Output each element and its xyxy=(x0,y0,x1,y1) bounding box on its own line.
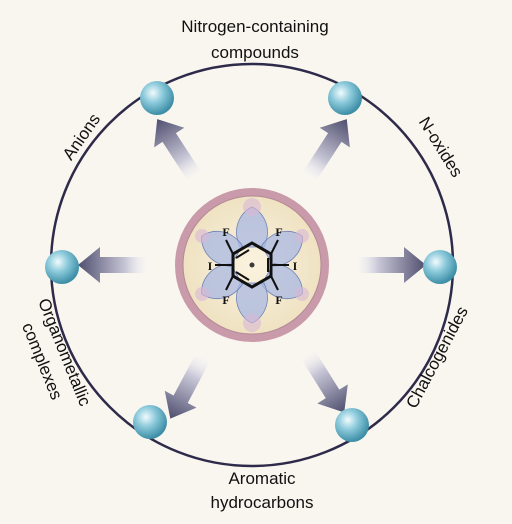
arrow-lower-right xyxy=(298,345,348,413)
label-bottom-line1: Aromatic xyxy=(228,469,296,488)
label-top-line1: Nitrogen-containing xyxy=(181,17,328,36)
atom-f-upper-right: F xyxy=(275,225,282,239)
node-upper-left xyxy=(140,81,174,115)
label-bottom-line2: hydrocarbons xyxy=(210,493,313,512)
atom-i-left: I xyxy=(208,259,213,273)
arrow-lower-left xyxy=(164,349,213,419)
atom-i-right: I xyxy=(293,259,298,273)
arrows xyxy=(78,119,426,419)
label-lower-right: Chalcogenides xyxy=(402,303,472,411)
center-molecule: F F F F I I xyxy=(175,188,329,342)
arrow-right xyxy=(352,247,426,283)
node-upper-right xyxy=(328,81,362,115)
node-right xyxy=(423,250,457,284)
node-lower-right xyxy=(335,408,369,442)
label-lower-left: Organometallic complexes xyxy=(18,296,95,410)
nodes xyxy=(45,81,457,442)
node-lower-left xyxy=(133,405,167,439)
atom-f-lower-left: F xyxy=(222,293,229,307)
arrow-upper-left xyxy=(154,119,205,186)
label-upper-right: N-oxides xyxy=(415,114,467,181)
arrow-left xyxy=(78,247,152,283)
arrow-upper-right xyxy=(299,119,350,186)
atom-f-lower-right: F xyxy=(275,293,282,307)
label-top-line2: compounds xyxy=(211,43,299,62)
atom-f-upper-left: F xyxy=(222,225,229,239)
node-left xyxy=(45,250,79,284)
